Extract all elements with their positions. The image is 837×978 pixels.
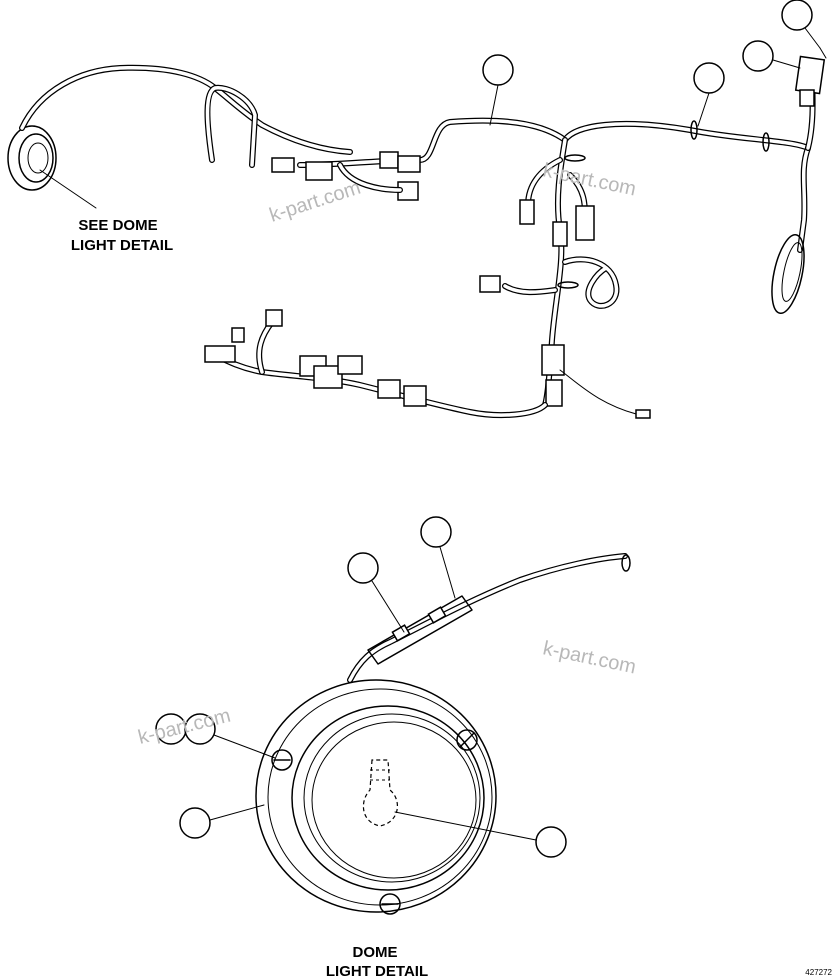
screw-right xyxy=(456,729,478,751)
screw-bottom xyxy=(379,893,401,915)
watermark: k-part.com xyxy=(541,637,638,678)
dome-detail-title-line1: DOME xyxy=(353,944,398,961)
wiring-harness xyxy=(7,47,827,419)
side-marker-lamp xyxy=(771,234,805,314)
dome-light-small xyxy=(7,125,57,191)
dome-light-detail xyxy=(255,553,631,915)
dome-detail-title-line2: LIGHT DETAIL xyxy=(326,963,428,978)
screw-left xyxy=(271,749,293,771)
see-dome-leader xyxy=(39,169,97,209)
figure-code: 427272 xyxy=(805,968,832,977)
watermark: k-part.com xyxy=(267,177,364,227)
callout-circles-upper xyxy=(482,0,821,127)
bulb xyxy=(362,759,398,827)
watermark: k-part.com xyxy=(136,705,233,749)
see-dome-label-line1: SEE DOME xyxy=(78,217,157,234)
callout-circles-detail xyxy=(155,516,567,858)
see-dome-label-line2: LIGHT DETAIL xyxy=(71,237,173,254)
